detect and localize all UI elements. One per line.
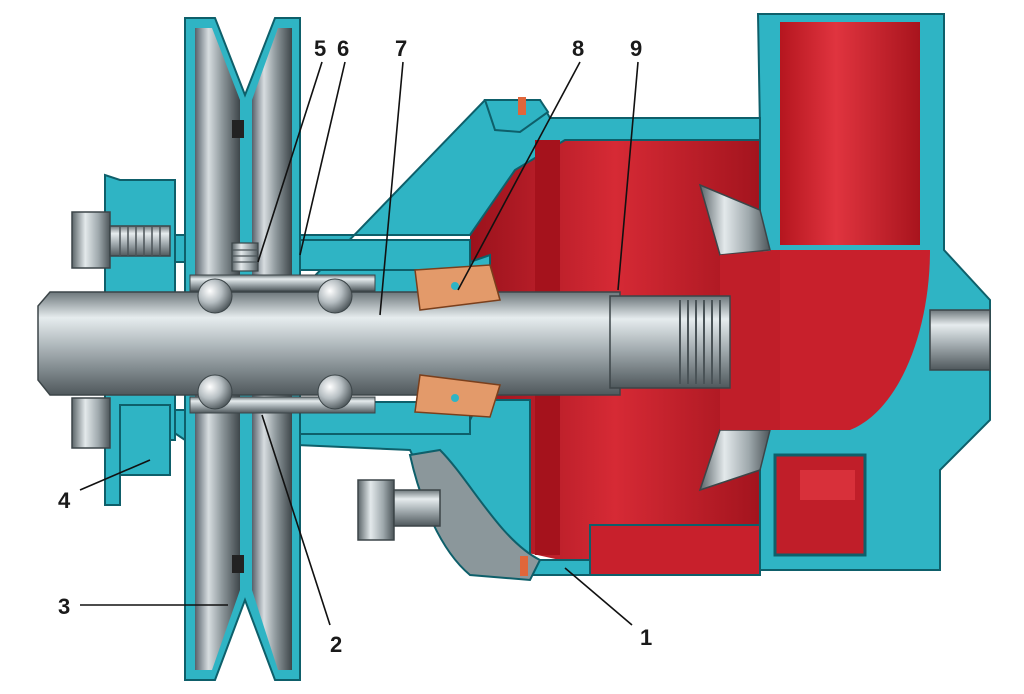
callout-1: 1 (640, 625, 652, 650)
callout-6: 6 (337, 36, 349, 61)
callout-labels: 5 6 7 8 9 4 3 2 1 (58, 36, 652, 657)
callout-3: 3 (58, 594, 70, 619)
callout-5: 5 (314, 36, 326, 61)
flange-bolt (357, 479, 441, 541)
callout-4: 4 (58, 488, 71, 513)
callout-2: 2 (330, 632, 342, 657)
shaft-threads (679, 300, 721, 384)
pump-shaft (37, 291, 991, 396)
callout-9: 9 (630, 36, 642, 61)
impeller-vanes (698, 183, 780, 492)
hub-bolt-top (71, 211, 171, 269)
hub-bolt-bottom (71, 397, 111, 449)
pump-housing (169, 97, 761, 582)
lock-screw (231, 242, 259, 272)
leader-lines (79, 61, 639, 626)
shaft-seal (414, 264, 501, 418)
outlet-pipe (756, 13, 991, 571)
callout-7: 7 (395, 36, 407, 61)
bearing (189, 274, 376, 414)
callout-8: 8 (572, 36, 584, 61)
